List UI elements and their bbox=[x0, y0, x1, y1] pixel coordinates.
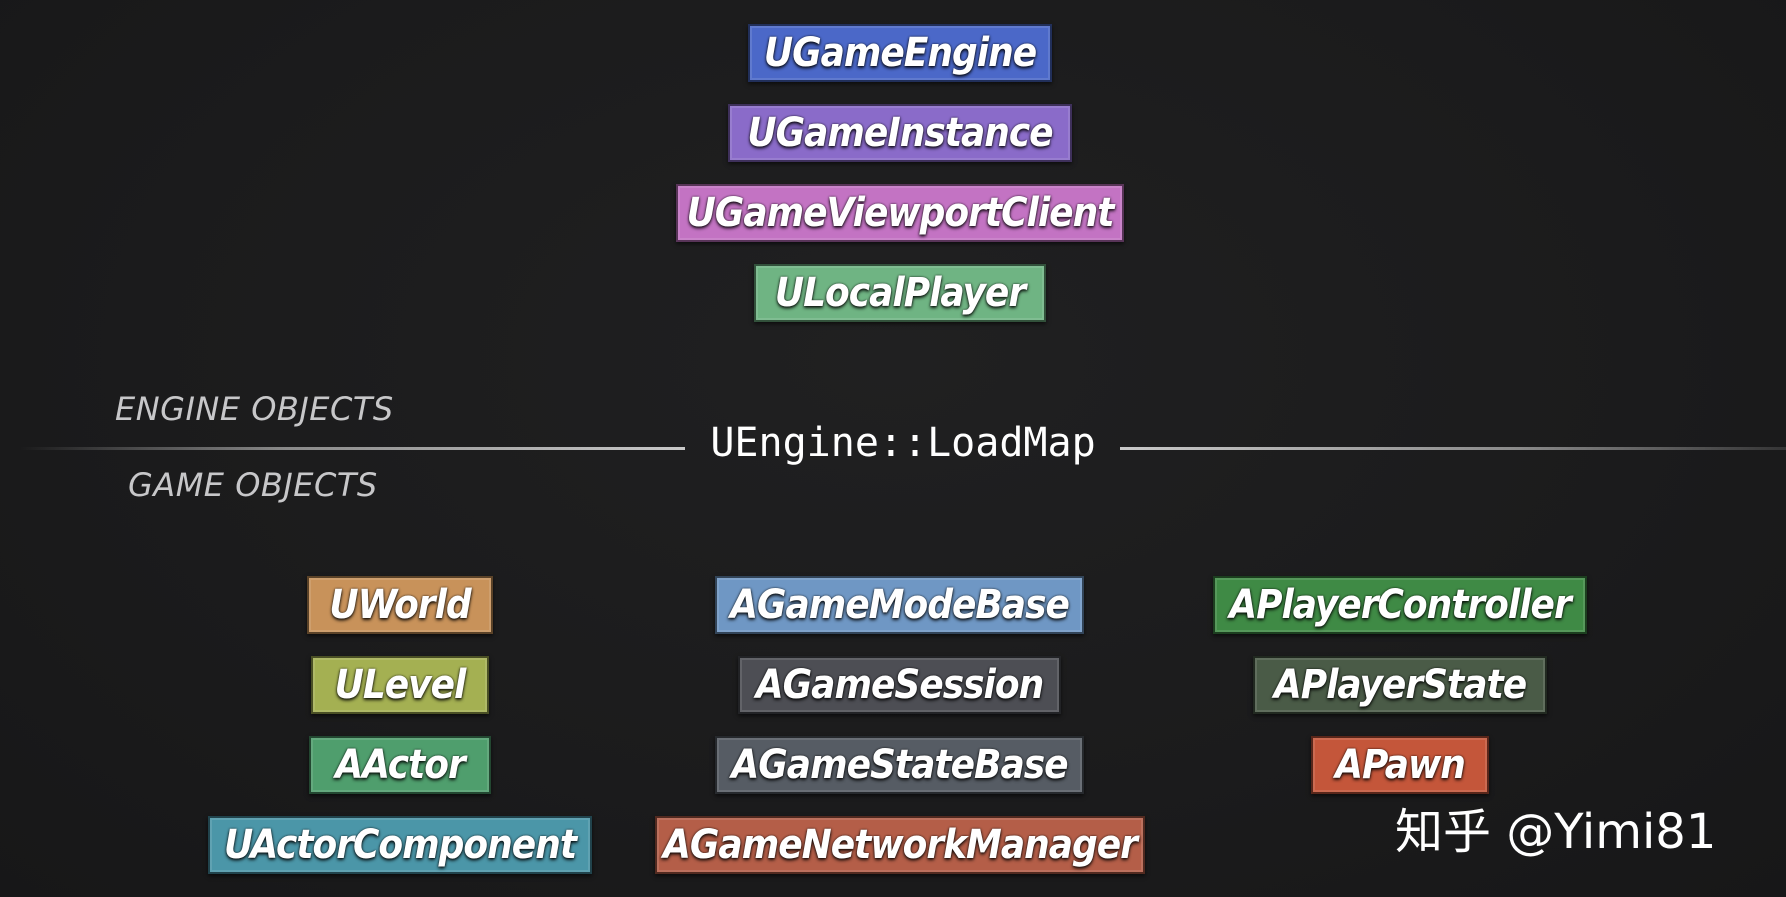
game-object-box: APlayerController bbox=[1213, 576, 1587, 634]
engine-object-box: ULocalPlayer bbox=[754, 264, 1046, 322]
game-object-box: UActorComponent bbox=[208, 816, 592, 874]
game-object-box: AGameSession bbox=[738, 656, 1061, 714]
game-object-box: APlayerState bbox=[1253, 656, 1547, 714]
game-object-box: ULevel bbox=[311, 656, 489, 714]
game-object-box: UWorld bbox=[307, 576, 493, 634]
engine-object-box: UGameViewportClient bbox=[676, 184, 1124, 242]
load-map-label: UEngine::LoadMap bbox=[710, 420, 1096, 466]
game-object-box: AGameStateBase bbox=[715, 736, 1084, 794]
watermark-text: 知乎 @Yimi81 bbox=[1395, 804, 1717, 860]
game-object-box: AGameNetworkManager bbox=[655, 816, 1145, 874]
game-object-box: APawn bbox=[1311, 736, 1489, 794]
game-object-box: AActor bbox=[309, 736, 491, 794]
engine-object-box: UGameInstance bbox=[728, 104, 1072, 162]
engine-object-box: UGameEngine bbox=[748, 24, 1052, 82]
divider-line-right bbox=[1120, 447, 1786, 450]
divider-line-left bbox=[20, 447, 685, 450]
game-object-box: AGameModeBase bbox=[715, 576, 1084, 634]
game-objects-label: GAME OBJECTS bbox=[128, 466, 378, 504]
engine-objects-label: ENGINE OBJECTS bbox=[115, 390, 394, 428]
